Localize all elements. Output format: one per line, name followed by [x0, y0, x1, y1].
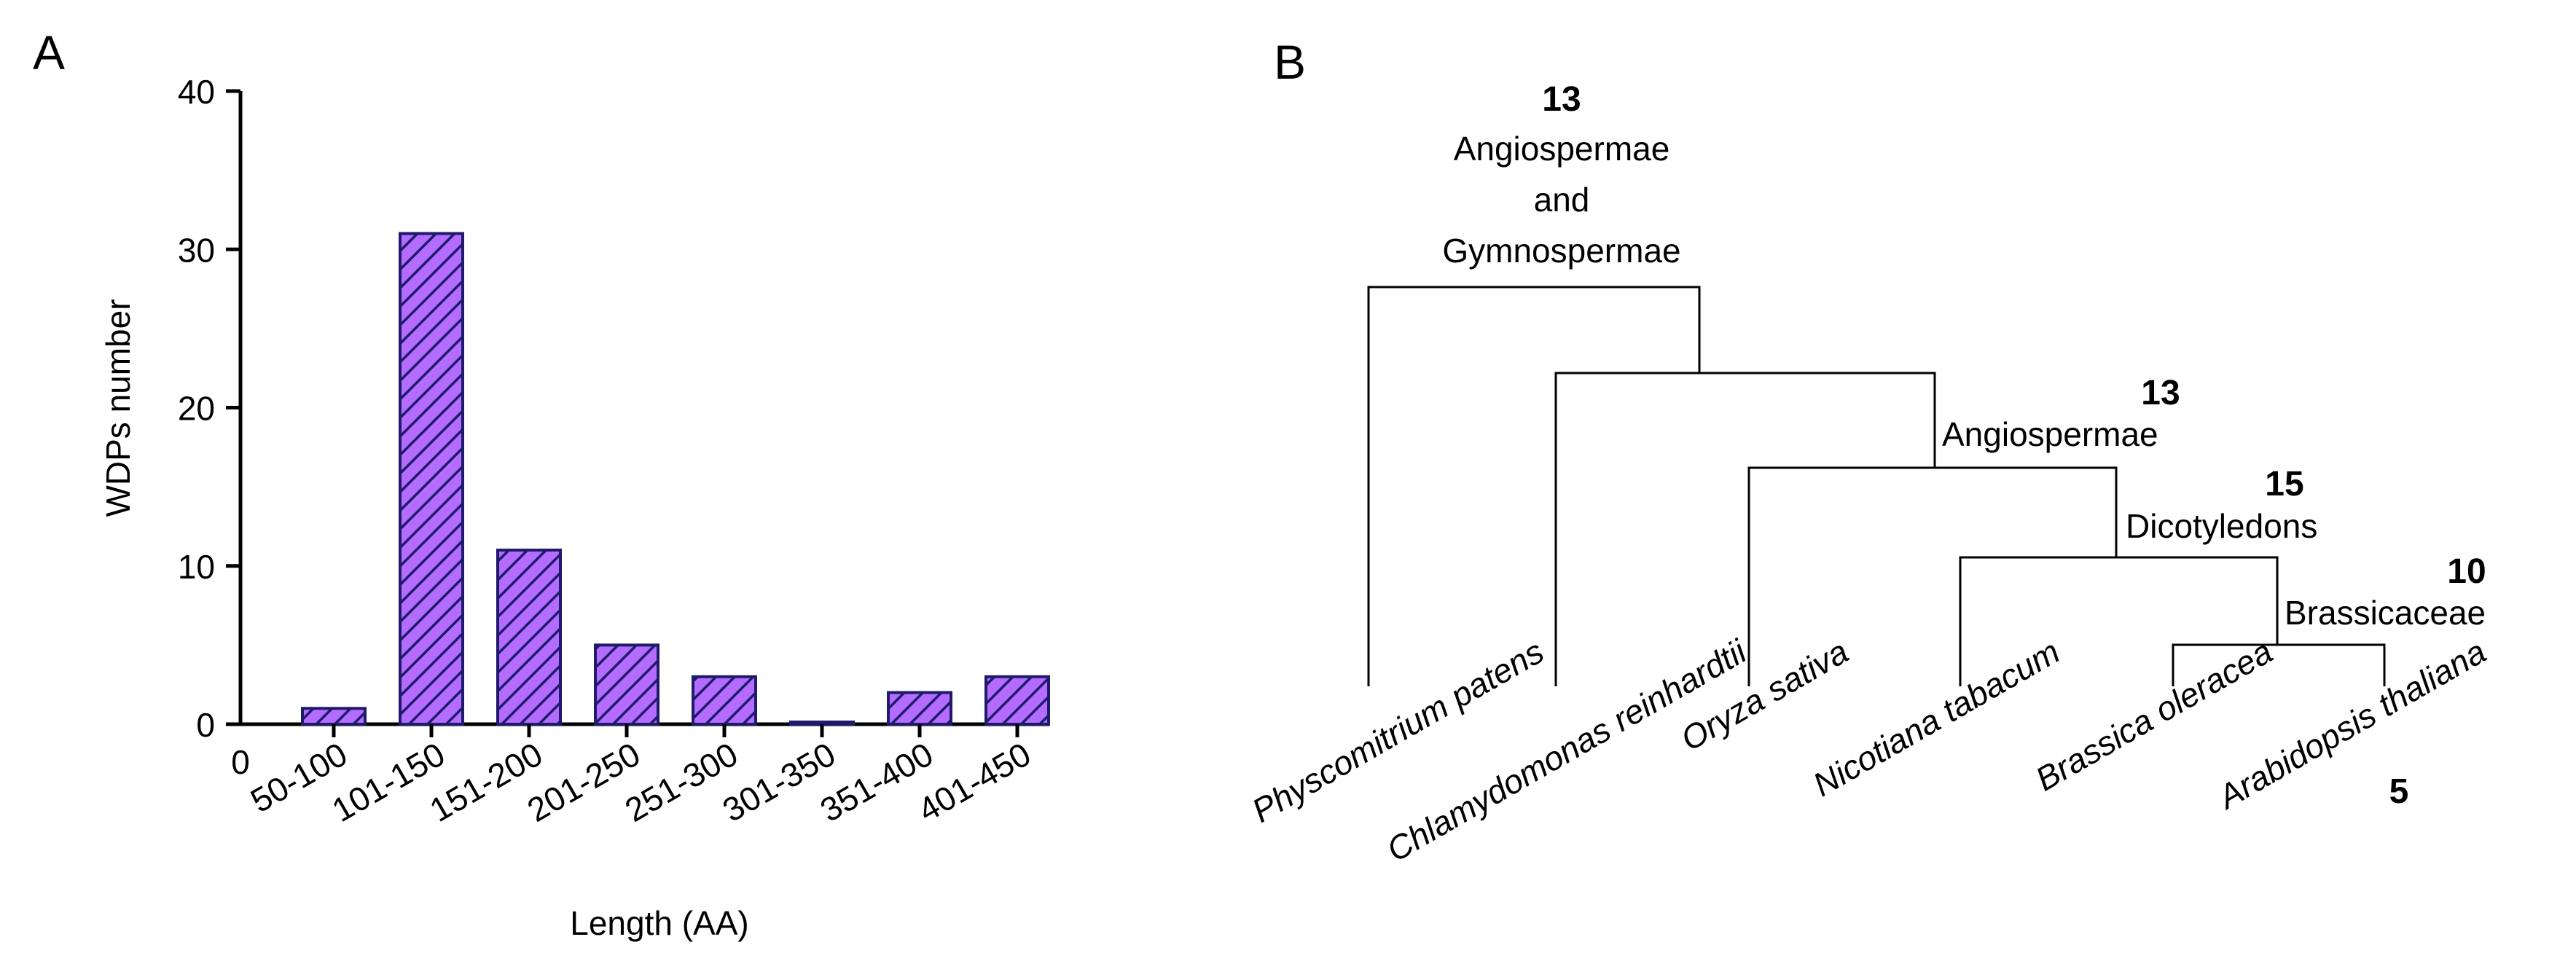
tree-branch-angiospermae [1747, 466, 2118, 686]
panel-label-a: A [33, 26, 65, 79]
clade-name: Angiospermae [1942, 415, 2158, 453]
x-tick-label: 251-300 [619, 735, 744, 829]
clade-count: 13 [1542, 80, 1581, 119]
bar [692, 675, 757, 726]
bar [984, 675, 1050, 726]
clade-name: Dicotyledons [2126, 507, 2317, 545]
bar [594, 643, 659, 726]
phylogenetic-tree [1367, 286, 2386, 686]
clade-name-line: Gymnospermae [1442, 232, 1680, 270]
leaf-count: 5 [2389, 772, 2409, 811]
bar [789, 721, 855, 726]
bar [496, 549, 562, 726]
x-tick-label: 201-250 [521, 735, 646, 829]
x-tick-label: 0 [231, 743, 250, 781]
panel-label-b: B [1274, 35, 1306, 89]
clade-count: 13 [2141, 374, 2180, 412]
clade-name: Brassicaceae [2285, 594, 2486, 632]
y-ticks: 0 10 20 30 40 [178, 73, 240, 744]
bar [301, 707, 367, 726]
x-ticks: 050-100101-150151-200201-250251-300301-3… [231, 724, 1037, 829]
tree-branch-angio-gymno [1554, 372, 1936, 686]
y-tick-label: 20 [178, 390, 215, 428]
clade-label-dicotyledons: 15 Dicotyledons [2126, 465, 2317, 545]
y-tick-label: 10 [178, 548, 215, 586]
bar [399, 232, 464, 726]
bars [301, 232, 1050, 726]
y-axis-title: WDPs number [99, 299, 137, 517]
clade-count: 10 [2447, 552, 2486, 591]
tree-branch-brassicaceae [2172, 643, 2386, 686]
clade-count: 15 [2265, 465, 2303, 503]
x-axis-title: Length (AA) [570, 904, 748, 942]
tree-branch-dicotyledons [1959, 556, 2279, 686]
clade-label-angio-gymno: 13 Angiospermae and Gymnospermae [1442, 80, 1680, 270]
bar [887, 691, 952, 726]
clade-label-angiospermae: 13 Angiospermae [1942, 374, 2180, 453]
x-tick-label: 351-400 [814, 735, 939, 829]
y-tick-label: 30 [178, 231, 215, 269]
clade-name-line: Angiospermae [1454, 130, 1670, 168]
tree-branch-root [1367, 286, 1701, 686]
y-tick-label: 0 [196, 706, 215, 744]
x-tick-label: 301-350 [716, 735, 842, 829]
x-tick-label: 151-200 [423, 735, 549, 829]
clade-label-brassicaceae: 10 Brassicaceae [2285, 552, 2486, 632]
x-tick-label: 401-450 [912, 735, 1037, 829]
y-tick-label: 40 [178, 73, 215, 111]
clade-name-line: and [1534, 181, 1590, 219]
leaf-labels: Physcomitrium patens Chlamydomonas reinh… [1245, 632, 2492, 869]
x-tick-label: 101-150 [326, 735, 451, 829]
